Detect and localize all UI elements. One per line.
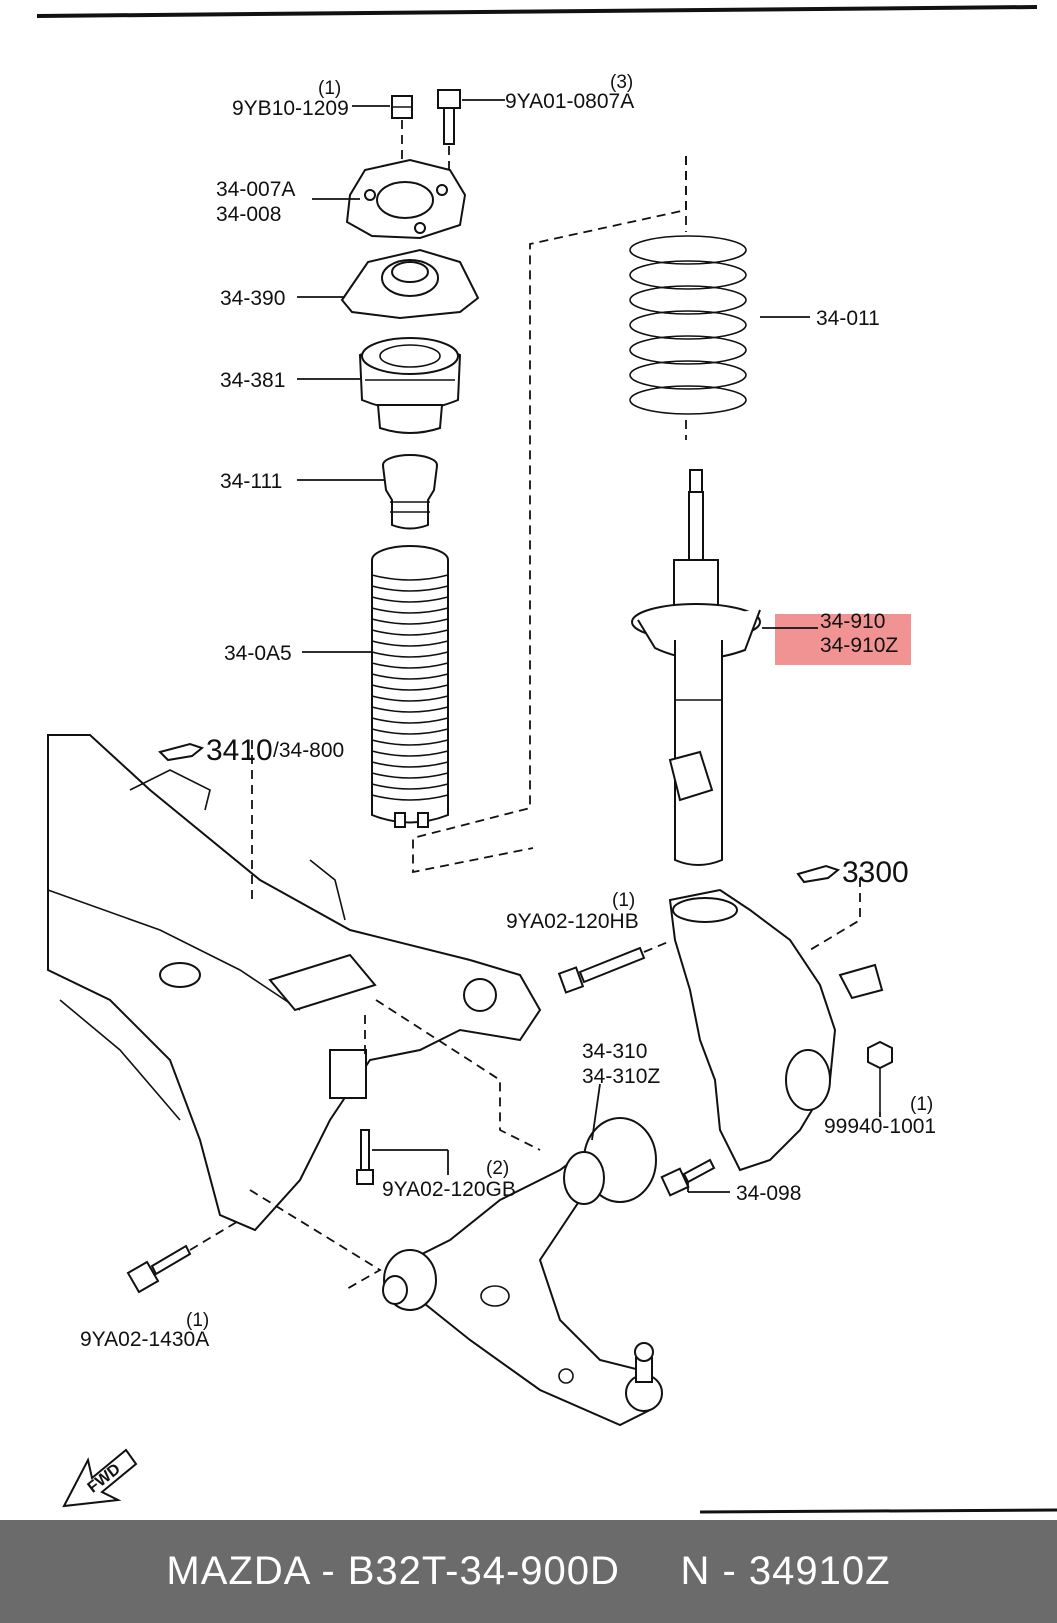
footer-bar: MAZDA - B32T-34-900D N - 34910Z — [0, 1520, 1057, 1623]
qty-bolt-front: (1) — [186, 1310, 209, 1331]
boot-ring — [371, 772, 449, 779]
label-bolt-arm-bush: 34-098 — [736, 1182, 801, 1205]
knuckle-part — [668, 888, 884, 1172]
boot-ring — [371, 761, 449, 768]
boot-ring — [371, 750, 449, 757]
label-nut-knuckle: 99940-1001 — [824, 1115, 936, 1138]
label-bolt-front: 9YA02-1430A — [80, 1328, 209, 1351]
spring-coil — [629, 335, 747, 365]
boot-ring — [371, 662, 449, 669]
boot-ring — [371, 585, 449, 592]
bump-stop-part — [382, 454, 438, 530]
subframe-part — [47, 734, 542, 1232]
boot-ring — [371, 607, 449, 614]
label-bolt-arm-center: 9YA02-120GB — [382, 1178, 516, 1201]
spring-coil — [629, 260, 747, 290]
bottom-rule — [699, 1508, 1057, 1514]
bolt-knuckle-part — [557, 941, 669, 994]
ref-subframe: 3410 — [206, 734, 273, 767]
qty-bolt-arm-center: (2) — [486, 1158, 509, 1179]
label-strut-a: 34-910 — [820, 610, 885, 633]
bearing-part — [358, 337, 462, 434]
label-bearing: 34-381 — [220, 369, 285, 392]
strut-part — [631, 469, 761, 866]
spring-coil — [629, 310, 747, 340]
hand-pointer-icon — [796, 864, 841, 884]
label-bearing-plate: 34-390 — [220, 287, 285, 310]
qty-nut-knuckle: (1) — [910, 1094, 933, 1115]
boot-ring — [371, 651, 449, 658]
boot-ring — [371, 728, 449, 735]
boot-ring — [371, 596, 449, 603]
boot-ring — [371, 574, 449, 581]
qty-bolt-knuckle: (1) — [612, 890, 635, 911]
label-strut-b: 34-910Z — [820, 634, 898, 657]
boot-ring — [371, 695, 449, 702]
label-bump-stop: 34-111 — [220, 470, 282, 493]
footer-caption: MAZDA - B32T-34-900D N - 34910Z — [166, 1549, 891, 1593]
spring-coil — [629, 235, 747, 265]
boot-ring — [371, 629, 449, 636]
label-bolt-knuckle: 9YA02-120HB — [506, 910, 639, 933]
bolt-front-part — [126, 1219, 241, 1294]
spring-coil — [629, 285, 747, 315]
qty-nut-top: (1) — [318, 78, 341, 99]
label-spring: 34-011 — [816, 307, 880, 330]
label-mount-a: 34-007A — [216, 178, 295, 201]
ref-knuckle: 3300 — [842, 856, 909, 889]
fwd-arrow-icon — [62, 1448, 138, 1508]
parts-diagram: (1) 9YB10-1209 (3) 9YA01-0807A 34-007A 3… — [36, 5, 1057, 1514]
boot-ring — [371, 739, 449, 746]
bearing-plate-part — [340, 248, 480, 320]
label-boot: 34-0A5 — [224, 642, 292, 665]
bolt-arm-bush-part — [660, 1158, 716, 1197]
ref-subframe-suffix: /34-800 — [273, 739, 344, 762]
hand-pointer-icon — [158, 742, 205, 762]
label-arm-b: 34-310Z — [582, 1065, 660, 1088]
spring-coil — [629, 385, 747, 415]
boot-ring — [371, 684, 449, 691]
boot-ring — [371, 706, 449, 713]
boot-ring — [371, 794, 449, 801]
lower-arm-part — [382, 1117, 663, 1427]
top-rule — [36, 5, 1038, 18]
bolt-arm-center-part — [356, 1129, 374, 1185]
dust-boot-part — [371, 545, 449, 828]
boot-ring — [371, 640, 449, 647]
label-bolt-top: 9YA01-0807A — [505, 90, 634, 113]
nut-knuckle-part — [867, 1040, 893, 1112]
highlight-box — [775, 614, 911, 665]
upper-mount-part — [345, 158, 467, 240]
label-nut-top: 9YB10-1209 — [232, 97, 349, 120]
label-mount-b: 34-008 — [216, 203, 281, 226]
coil-spring-part — [629, 235, 747, 415]
label-arm-a: 34-310 — [582, 1040, 647, 1063]
boot-ring — [371, 673, 449, 680]
boot-ring — [371, 717, 449, 724]
leader-lines — [297, 99, 881, 1193]
qty-bolt-top: (3) — [610, 72, 633, 93]
boot-ring — [371, 618, 449, 625]
spring-coil — [629, 360, 747, 390]
boot-ring — [371, 783, 449, 790]
